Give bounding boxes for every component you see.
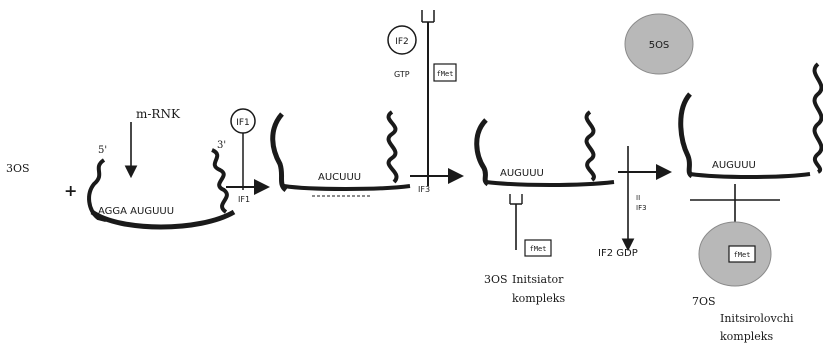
large-subunit-50s [624, 13, 694, 75]
initiating-complex-label-line2: kompleks [720, 330, 773, 343]
mrna-strand-stage2-left [270, 112, 288, 192]
five-prime-label: 5' [98, 145, 107, 156]
three-prime-label: 3' [217, 140, 226, 151]
complex-70s-label: 7OS [692, 295, 716, 308]
mrna-3prime-loop [210, 148, 229, 214]
sequence-stage4: AUGUUU [712, 160, 756, 171]
small-subunit-stage2 [283, 184, 411, 191]
fmet-label-right: fMet [734, 251, 751, 259]
trna-anticodon-fork-top [421, 10, 435, 23]
mrna-strand-stage3-left [474, 118, 490, 187]
if1-lower-label: IF1 [238, 195, 250, 204]
fmet-trna-box-mid [524, 239, 552, 257]
mrna-3prime-loop-stage2 [386, 110, 399, 184]
fmet-trna-box-right [728, 245, 756, 263]
sequence-stage1: AGGA AUGUUU [98, 206, 174, 217]
small-subunit-stage4 [689, 172, 811, 179]
mrna-strand-stage4-left [678, 92, 694, 179]
small-subunit-stage3 [485, 180, 615, 187]
small-subunit-30s-stage1 [90, 209, 236, 230]
if2-factor-circle [387, 25, 417, 55]
sequence-stage2: AUCUUU [318, 172, 361, 183]
mrna-3prime-loop-stage4 [812, 62, 823, 174]
fmet-trna-box-top [433, 63, 457, 82]
mrna-3prime-loop-stage3 [584, 110, 596, 182]
released-factor-label-1: II [636, 194, 640, 202]
released-factor-label-2: IF3 [636, 204, 647, 212]
if1-label: IF1 [236, 118, 250, 128]
initiator-complex-label-line1: Initsiator [512, 273, 564, 286]
gtp-label: GTP [394, 70, 410, 79]
if2-label: IF2 [395, 37, 409, 47]
complex-30s-label: 3OS [484, 273, 508, 286]
plus-sign: + [64, 181, 77, 200]
if3-label: IF3 [418, 185, 430, 194]
initiating-complex-label-line1: Initsirolovchi [720, 312, 794, 325]
initiator-complex-label-line2: kompleks [512, 292, 565, 305]
label-left-30s: 3OS [6, 162, 30, 175]
fmet-label-mid: fMet [530, 245, 547, 253]
large-subunit-50s-label: 5OS [649, 40, 670, 51]
fmet-label-top: fMet [437, 70, 454, 78]
sequence-stage3: AUGUUU [500, 168, 544, 179]
mrna-label: m-RNK [136, 107, 181, 121]
trna-anticodon-fork-mid [509, 194, 523, 205]
if2-gdp-label: IF2 GDP [598, 248, 638, 259]
